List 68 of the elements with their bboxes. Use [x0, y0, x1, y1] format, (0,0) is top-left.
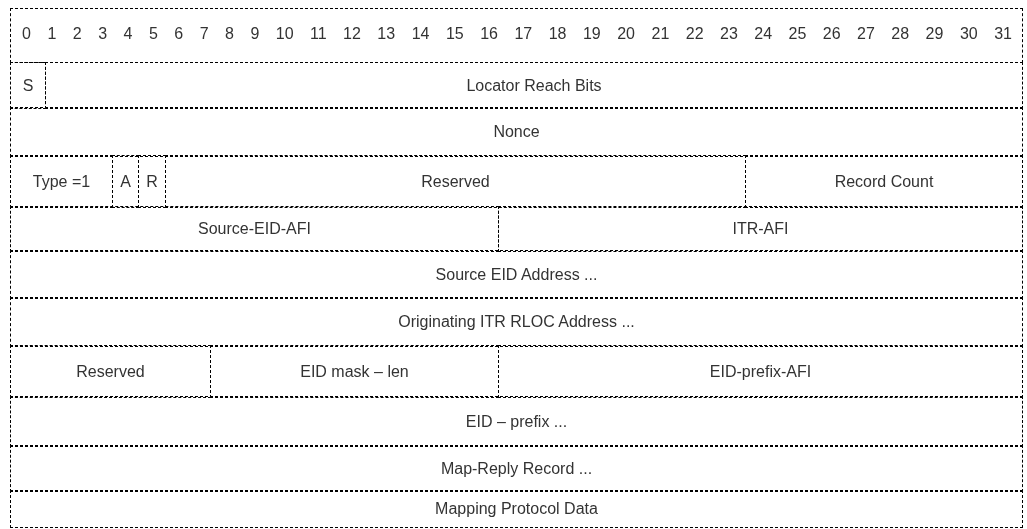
field-cell: [10, 107, 1023, 157]
bit-number: 17: [514, 24, 533, 44]
field-cell: [10, 297, 1023, 347]
field-cell: [112, 155, 139, 208]
field-cell: [138, 155, 166, 208]
field-name: EID-prefix-AFI: [709, 361, 812, 382]
field-name: Record Count: [834, 171, 934, 192]
field-cell: [10, 490, 1023, 528]
field-name: Source EID Address ...: [435, 264, 598, 285]
bit-number: 26: [822, 24, 841, 44]
field-name: Map-Reply Record ...: [440, 458, 593, 479]
field-name: Mapping Protocol Data: [435, 499, 598, 519]
bit-number: 9: [250, 24, 260, 44]
bit-number: 6: [174, 24, 184, 44]
field-cell: [10, 396, 1023, 447]
bit-number: 1: [47, 24, 57, 44]
bit-number: 8: [225, 24, 234, 44]
field-cell: [10, 155, 113, 208]
bit-number: 13: [377, 24, 396, 44]
bit-number: 15: [445, 24, 464, 44]
field-name: Reserved: [76, 361, 145, 382]
field-cell: [10, 250, 1023, 299]
bit-number: 3: [98, 24, 108, 44]
field-name: ITR-AFI: [732, 219, 789, 239]
field-name: EID – prefix ...: [465, 411, 568, 432]
bit-number: 24: [754, 24, 773, 44]
field-name: Locator Reach Bits: [466, 75, 602, 96]
bit-number: 29: [925, 24, 944, 44]
field-cell: [10, 445, 1023, 492]
field-name: Reserved: [421, 171, 490, 192]
bit-number: 31: [994, 24, 1012, 44]
field-name: EID mask – len: [300, 361, 409, 382]
bit-number: 18: [548, 24, 567, 44]
bit-number: 20: [617, 24, 635, 44]
field-name: A: [120, 171, 131, 192]
field-cell: [498, 345, 1023, 398]
bit-number: 5: [148, 24, 158, 44]
field-cell: [165, 155, 746, 208]
field-name: Source-EID-AFI: [198, 219, 311, 239]
bit-number: 30: [959, 24, 978, 44]
bit-number: 12: [343, 24, 361, 44]
bit-number: 10: [275, 24, 294, 44]
field-name: Type =1: [32, 171, 91, 192]
bit-number: 7: [199, 24, 209, 44]
bit-number: 23: [720, 24, 738, 44]
bit-number: 21: [651, 24, 670, 44]
field-name: S: [22, 75, 34, 96]
bit-number: 0: [22, 24, 31, 44]
bit-number: 19: [582, 24, 601, 44]
bit-number: 14: [411, 24, 430, 44]
field-cell: [10, 62, 46, 109]
bit-number: 25: [788, 24, 807, 44]
bit-number: 22: [685, 24, 704, 44]
bit-number: 16: [480, 24, 498, 44]
field-cell: [745, 155, 1023, 208]
bit-number: 11: [310, 24, 327, 44]
bit-number: 28: [891, 24, 910, 44]
field-cell: [10, 206, 499, 252]
field-name: Originating ITR RLOC Address ...: [398, 312, 635, 332]
field-cell: [45, 62, 1023, 109]
field-cell: [10, 345, 211, 398]
field-cell: [210, 345, 499, 398]
bit-number: 2: [72, 24, 82, 44]
field-cell: [498, 206, 1023, 252]
field-name: R: [146, 171, 158, 192]
bit-number: 4: [123, 24, 133, 44]
field-name: Nonce: [493, 122, 540, 142]
bit-number: 27: [857, 24, 875, 44]
